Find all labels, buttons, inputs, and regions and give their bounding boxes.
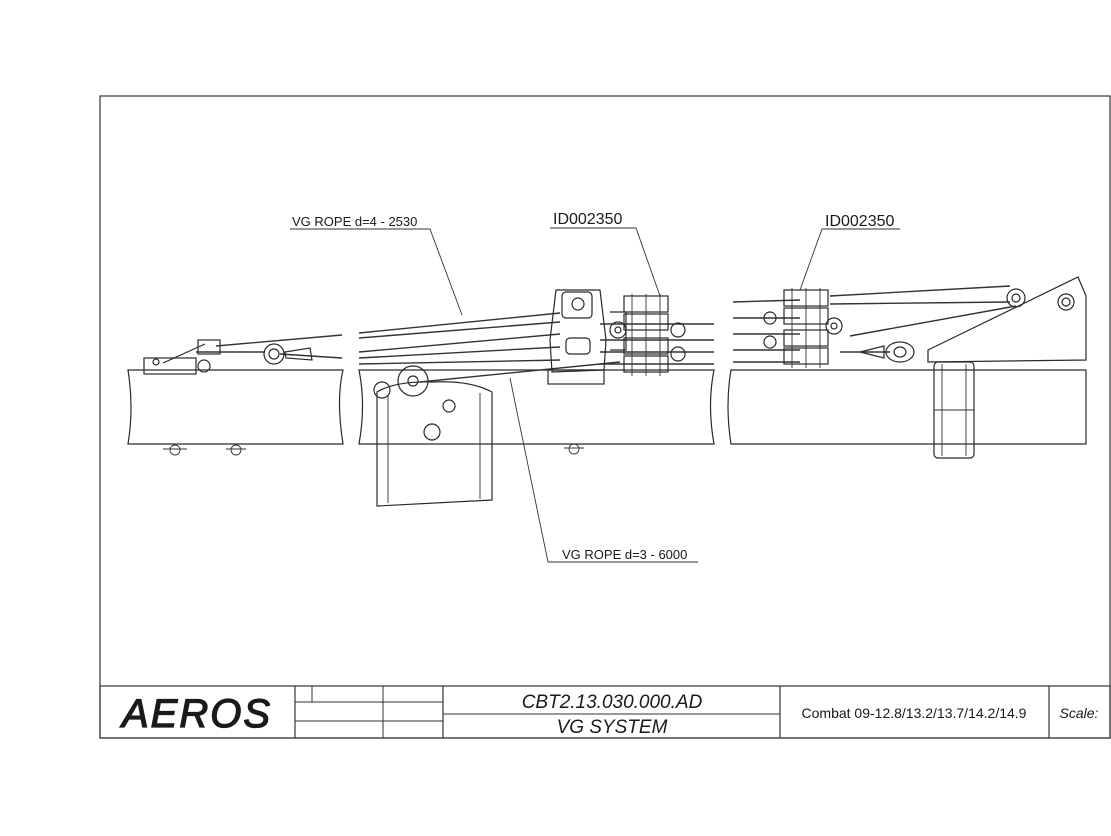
left-cleat [143, 339, 313, 375]
leader-lines [290, 227, 900, 563]
keel-tube-left [127, 369, 344, 456]
model-list: Combat 09-12.8/13.2/13.7/14.2/14.9 [802, 705, 1027, 721]
aeros-logo: AEROS [120, 692, 272, 736]
drawing-frame [99, 95, 1111, 739]
hang-bracket [373, 365, 493, 507]
keel-tube-right [727, 369, 1087, 445]
right-plate [927, 276, 1087, 363]
pulley-stack-right [763, 288, 915, 368]
center-bracket [547, 289, 607, 385]
callout-rope-lower: VG ROPE d=3 - 6000 [562, 547, 687, 562]
keel-tube-middle [358, 369, 715, 455]
drawing-number: CBT2.13.030.000.AD [522, 692, 703, 713]
callout-rope-upper: VG ROPE d=4 - 2530 [292, 214, 417, 229]
scale-label: Scale: [1060, 705, 1099, 721]
callout-id-left: ID002350 [553, 211, 622, 228]
callout-id-right: ID002350 [825, 213, 894, 230]
title-block [99, 685, 1111, 739]
ropes [196, 285, 1017, 383]
drawing-title: VG SYSTEM [557, 717, 668, 738]
pulley-stack-left [609, 294, 686, 376]
